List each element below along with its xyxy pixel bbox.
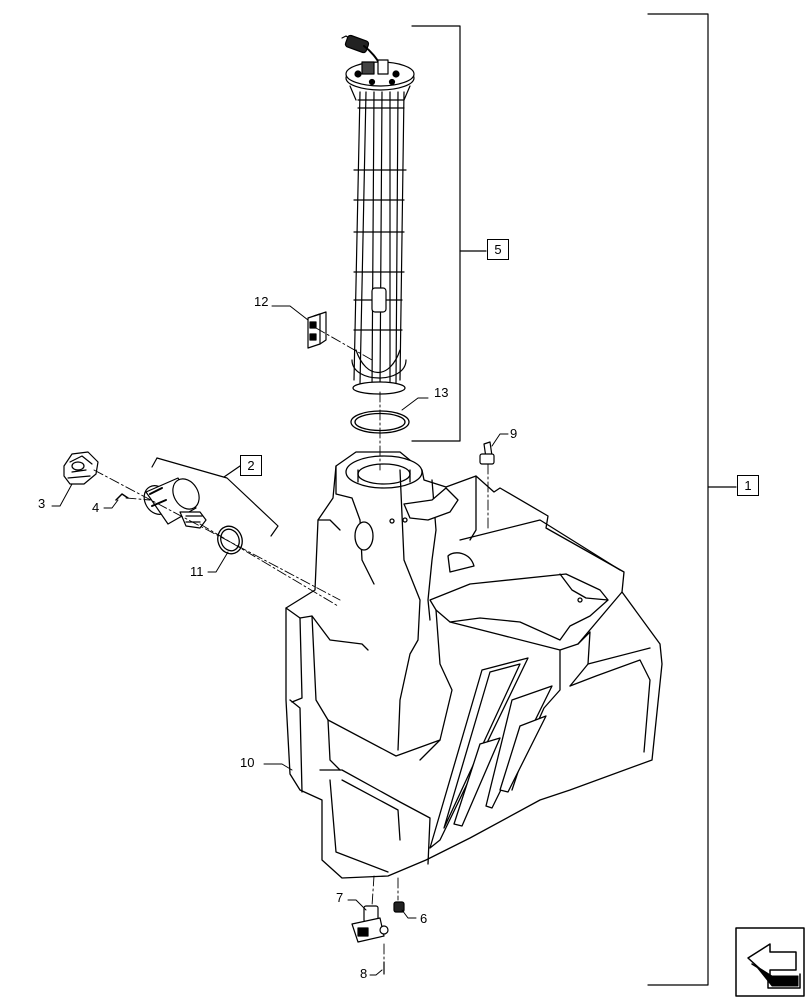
callout-9: 9 bbox=[510, 426, 518, 441]
assembly-centerlines bbox=[93, 327, 489, 963]
callout-2: 2 bbox=[240, 455, 262, 476]
bracket-assembly-5 bbox=[411, 25, 487, 442]
callout-6: 6 bbox=[420, 911, 428, 926]
vent-fitting bbox=[479, 441, 495, 465]
retaining-clip bbox=[307, 311, 327, 349]
bracket-assembly-2 bbox=[151, 457, 279, 537]
callout-4: 4 bbox=[92, 500, 100, 515]
callout-7: 7 bbox=[336, 890, 344, 905]
pin bbox=[115, 493, 129, 501]
fuel-tank bbox=[285, 451, 663, 879]
callout-13: 13 bbox=[434, 385, 449, 400]
filler-insert bbox=[143, 477, 207, 529]
callout-10: 10 bbox=[240, 755, 255, 770]
callout-12: 12 bbox=[254, 294, 269, 309]
callout-8: 8 bbox=[360, 966, 368, 981]
drain-plug bbox=[393, 901, 405, 913]
fuel-level-sender bbox=[341, 34, 415, 395]
callout-5: 5 bbox=[487, 239, 509, 260]
callout-11: 11 bbox=[190, 564, 204, 579]
leader-lines bbox=[51, 305, 509, 976]
callout-1: 1 bbox=[737, 475, 759, 496]
drain-valve bbox=[351, 905, 389, 943]
snap-ring bbox=[217, 525, 243, 555]
callout-3: 3 bbox=[38, 496, 46, 511]
fuel-cap bbox=[63, 451, 99, 485]
arrow-navigation-icon bbox=[735, 927, 805, 997]
bracket-assembly-1 bbox=[647, 13, 737, 986]
